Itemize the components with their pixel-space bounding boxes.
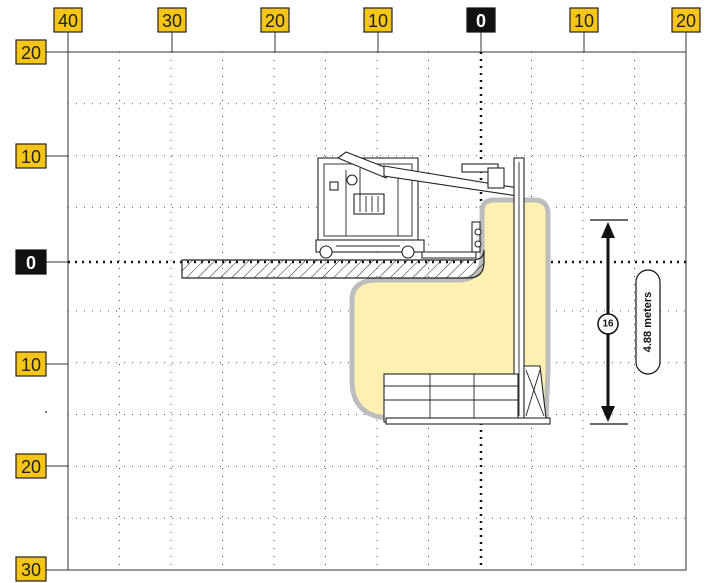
top-tick-badge: [671, 7, 701, 33]
top-tick-label: 40: [58, 11, 78, 31]
top-tick-badge: [260, 7, 290, 33]
working-envelope: [349, 197, 551, 421]
left-tick-badge: [15, 453, 47, 479]
ground-slab: [181, 249, 485, 279]
left-tick-badge: [15, 39, 47, 65]
left-tick-label: 0: [26, 253, 36, 273]
dimension-label: 4.88 meters: [642, 292, 654, 353]
left-tick-label: 10: [21, 355, 41, 375]
left-tick-badge: [15, 556, 47, 582]
top-scale: 40 30 20 10 0 10 20: [53, 7, 701, 52]
left-tick-label: 20: [21, 457, 41, 477]
height-dimension: 16 4.88 meters: [590, 219, 661, 425]
top-tick-label: 30: [162, 11, 182, 31]
left-tick-badge: [15, 351, 47, 377]
top-tick-badge: [157, 7, 187, 33]
arrow-up-icon: [601, 222, 615, 238]
dimension-marker: [597, 313, 619, 335]
dimension-label-box: [635, 269, 661, 375]
top-tick-label: 0: [476, 11, 486, 31]
stray-dot: [45, 411, 47, 413]
top-tick-label: 10: [368, 11, 388, 31]
platform-basket: [383, 365, 551, 425]
top-tick-badge: [363, 7, 393, 33]
left-tick-label: 10: [21, 147, 41, 167]
top-tick-badge: [466, 7, 496, 33]
left-tick-label: 30: [21, 560, 41, 580]
top-tick-badge: [53, 7, 83, 33]
left-tick-badge: [15, 249, 47, 275]
top-tick-badge: [569, 7, 599, 33]
top-tick-label: 20: [676, 11, 696, 31]
arrow-down-icon: [601, 406, 615, 422]
top-tick-label: 10: [574, 11, 594, 31]
top-tick-label: 20: [265, 11, 285, 31]
left-tick-badge: [15, 143, 47, 169]
dimension-marker-label: 16: [602, 319, 614, 330]
left-tick-label: 20: [21, 43, 41, 63]
left-scale: 20 10 0 10 20 30: [15, 39, 68, 582]
